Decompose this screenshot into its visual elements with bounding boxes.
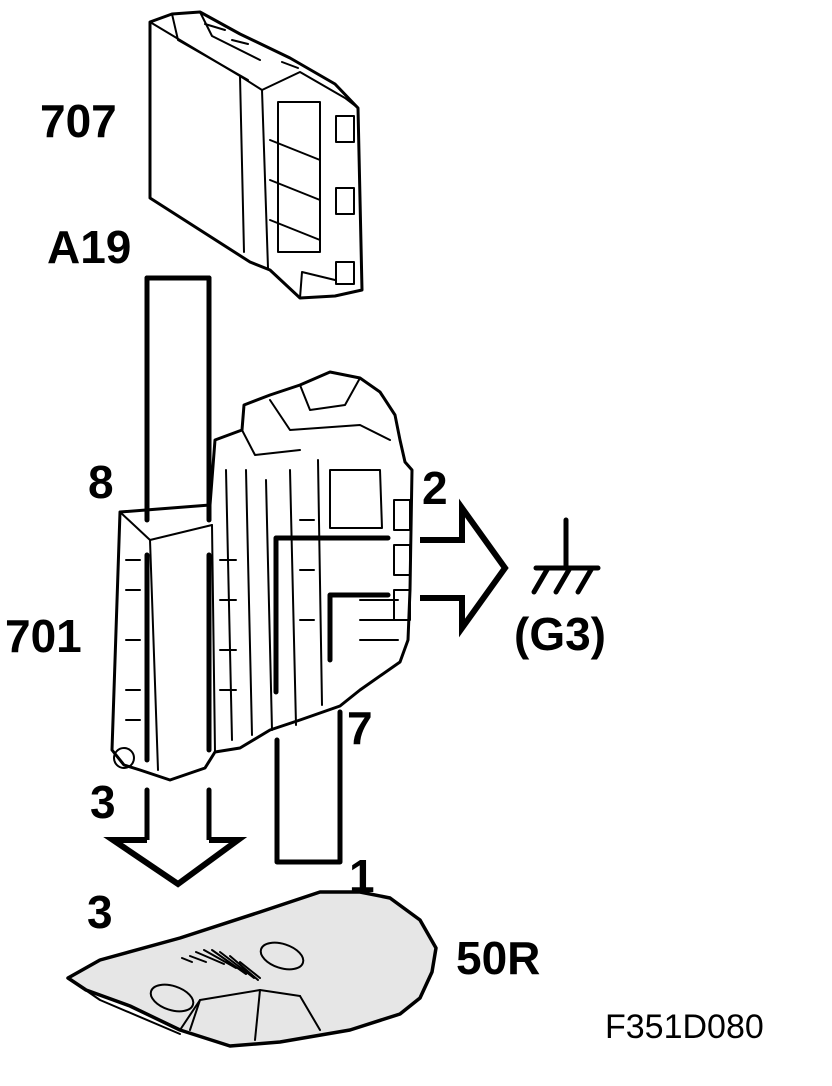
label-g3: (G3) [514,608,606,660]
figure-code: F351D080 [605,1008,764,1046]
dome-lamp-50r [66,890,438,1048]
label-pin-7: 7 [347,702,373,754]
lamp-vent-grille [181,949,261,981]
label-a19: A19 [47,221,131,273]
wire-pin-7-to-pin-1 [274,709,343,865]
label-pin-1: 1 [349,850,375,902]
wire-to-ground-path [273,535,391,695]
down-arrow-icon [103,837,248,888]
right-arrow-icon [420,498,509,638]
label-pin-2: 2 [422,462,448,514]
label-pin-8: 8 [88,456,114,508]
control-module-707 [148,10,364,300]
label-50r: 50R [456,932,540,984]
label-707: 707 [40,95,117,147]
label-pin-3-top: 3 [90,776,116,828]
label-pin-3-bottom: 3 [87,886,113,938]
ground-icon [531,517,601,595]
label-701: 701 [5,610,82,662]
wire-a19-to-pin-3 [144,275,212,843]
fuse-box-701 [110,370,414,782]
